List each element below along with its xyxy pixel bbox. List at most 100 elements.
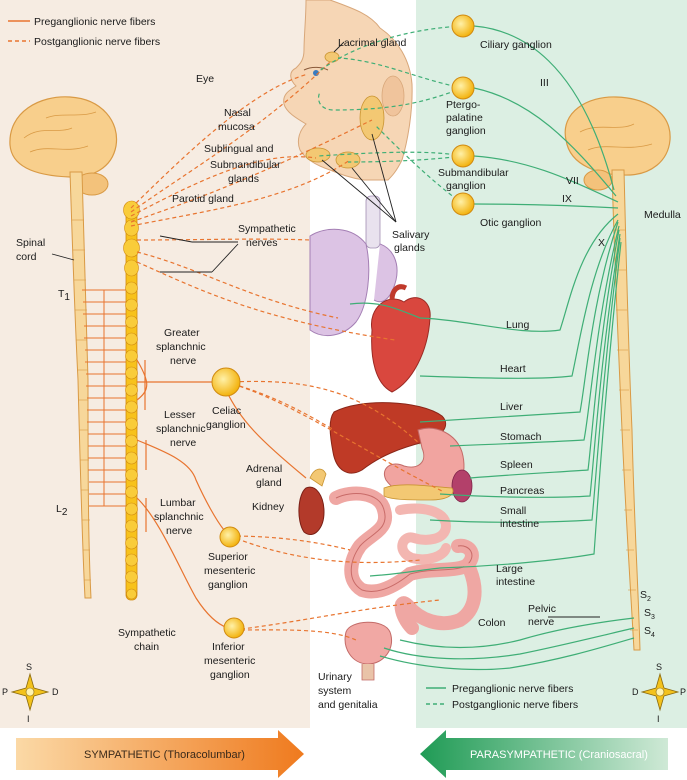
label-spinal-2: cord <box>16 251 37 263</box>
label-lumbar-1: Lumbar <box>160 497 196 509</box>
label-liver: Liver <box>500 401 523 413</box>
adrenal-drawing <box>309 468 327 487</box>
splanchnic-nerves <box>136 359 307 629</box>
label-cn-iii: III <box>540 77 549 89</box>
label-salivary-1: Salivary <box>392 229 430 241</box>
compass-right-right: P <box>680 687 686 697</box>
label-lacrimal: Lacrimal gland <box>338 37 406 49</box>
label-greater-3: nerve <box>170 355 196 367</box>
salivary-gland-drawings <box>305 51 385 169</box>
legend-right: Preganglionic nerve fibers Postganglioni… <box>426 683 578 711</box>
label-sublingual-2: Submandibular <box>210 159 281 171</box>
label-stomach: Stomach <box>500 431 542 443</box>
parasympathetic-labels: Lacrimal gland Ciliary ganglion Ptergo- … <box>338 37 681 639</box>
label-sup-mes-3: ganglion <box>208 579 248 591</box>
label-adrenal-1: Adrenal <box>246 463 282 475</box>
label-ptergo-3: ganglion <box>446 125 486 137</box>
inferior-mesenteric-ganglion <box>223 617 245 639</box>
label-sup-mes-2: mesenteric <box>204 565 255 577</box>
banner-parasympathetic-text: PARASYMPATHETIC (Craniosacral) <box>470 749 648 761</box>
label-small-1: Small <box>500 505 526 517</box>
spinal-cord-left <box>69 171 92 599</box>
label-spleen: Spleen <box>500 459 533 471</box>
compass-left: S I P D <box>2 662 59 724</box>
label-lung: Lung <box>506 319 530 331</box>
label-heart: Heart <box>500 363 526 375</box>
cranial-ganglia <box>451 14 475 216</box>
right-brain <box>564 96 671 191</box>
kidney-drawing <box>298 486 325 535</box>
spinal-cord-right <box>611 169 641 651</box>
label-chain-1: Sympathetic <box>118 627 176 639</box>
legend-postganglionic-label: Postganglionic nerve fibers <box>34 36 160 48</box>
legend-left: Preganglionic nerve fibers Postganglioni… <box>8 16 160 48</box>
pancreas-drawing <box>383 484 454 501</box>
label-l2: L2 <box>56 503 68 518</box>
label-greater-2: splanchnic <box>156 341 206 353</box>
label-lesser-3: nerve <box>170 437 196 449</box>
label-otic: Otic ganglion <box>480 217 541 229</box>
label-cn-ix: IX <box>562 193 572 205</box>
pterygopalatine-ganglion <box>451 76 475 100</box>
compass-left-top: S <box>26 662 32 672</box>
label-eye: Eye <box>196 73 214 85</box>
label-large-1: Large <box>496 563 523 575</box>
label-lesser-1: Lesser <box>164 409 196 421</box>
label-s3: S3 <box>644 607 655 621</box>
label-ptergo-1: Ptergo- <box>446 99 481 111</box>
label-ciliary: Ciliary ganglion <box>480 39 552 51</box>
label-t1: T1 <box>58 288 70 303</box>
label-nasal-1: Nasal <box>224 107 251 119</box>
intestines-drawing <box>329 486 482 635</box>
label-pelvic-1: Pelvic <box>528 603 556 615</box>
label-celiac-2: ganglion <box>206 419 246 431</box>
bladder-drawing <box>344 621 392 681</box>
spleen-drawing <box>451 469 473 503</box>
ciliary-ganglion <box>451 14 475 38</box>
label-spinal-1: Spinal <box>16 237 45 249</box>
label-symp-nerves-2: nerves <box>246 237 278 249</box>
label-parotid: Parotid gland <box>172 193 234 205</box>
label-lumbar-2: splanchnic <box>154 511 204 523</box>
legend-preganglionic-label: Preganglionic nerve fibers <box>34 16 155 28</box>
label-colon: Colon <box>478 617 506 629</box>
sympathetic-labels: Eye Nasal mucosa Sublingual and Submandi… <box>16 73 378 711</box>
spinal-segments-right <box>614 229 638 631</box>
label-sublingual-3: glands <box>228 173 259 185</box>
rami-left <box>82 289 126 507</box>
compass-left-bottom: I <box>27 714 30 724</box>
label-symp-nerves-1: Sympathetic <box>238 223 296 235</box>
label-inf-mes-2: mesenteric <box>204 655 255 667</box>
compass-right: S I D P <box>632 662 686 724</box>
label-medulla: Medulla <box>644 209 681 221</box>
compass-left-left: P <box>2 687 8 697</box>
legend-right-preganglionic-label: Preganglionic nerve fibers <box>452 683 573 695</box>
label-submand-2: ganglion <box>446 180 486 192</box>
label-celiac-1: Celiac <box>212 405 241 417</box>
label-sublingual-1: Sublingual and <box>204 143 274 155</box>
label-submand-1: Submandibular <box>438 167 509 179</box>
label-adrenal-2: gland <box>256 477 282 489</box>
compass-right-left: D <box>632 687 639 697</box>
label-ptergo-2: palatine <box>446 112 483 124</box>
banner-sympathetic-text: SYMPATHETIC (Thoracolumbar) <box>84 749 245 761</box>
label-urinary-1: Urinary <box>318 671 353 683</box>
sympathetic-postganglionic-fibers <box>130 61 445 641</box>
spinal-segments-left <box>72 219 91 581</box>
label-pelvic-2: nerve <box>528 616 554 628</box>
label-chain-2: chain <box>134 641 159 653</box>
compass-left-right: D <box>52 687 59 697</box>
label-lumbar-3: nerve <box>166 525 192 537</box>
compass-right-bottom: I <box>657 714 660 724</box>
submandibular-ganglion <box>451 144 475 168</box>
label-sup-mes-1: Superior <box>208 551 248 563</box>
lungs-drawing <box>309 195 398 337</box>
sympathetic-chain <box>123 200 140 601</box>
banner-parasympathetic: PARASYMPATHETIC (Craniosacral) <box>420 730 668 778</box>
label-s4: S4 <box>644 625 655 639</box>
label-urinary-2: system <box>318 685 352 697</box>
label-urinary-3: and genitalia <box>318 699 378 711</box>
left-brain <box>9 96 118 196</box>
label-large-2: intestine <box>496 576 535 588</box>
